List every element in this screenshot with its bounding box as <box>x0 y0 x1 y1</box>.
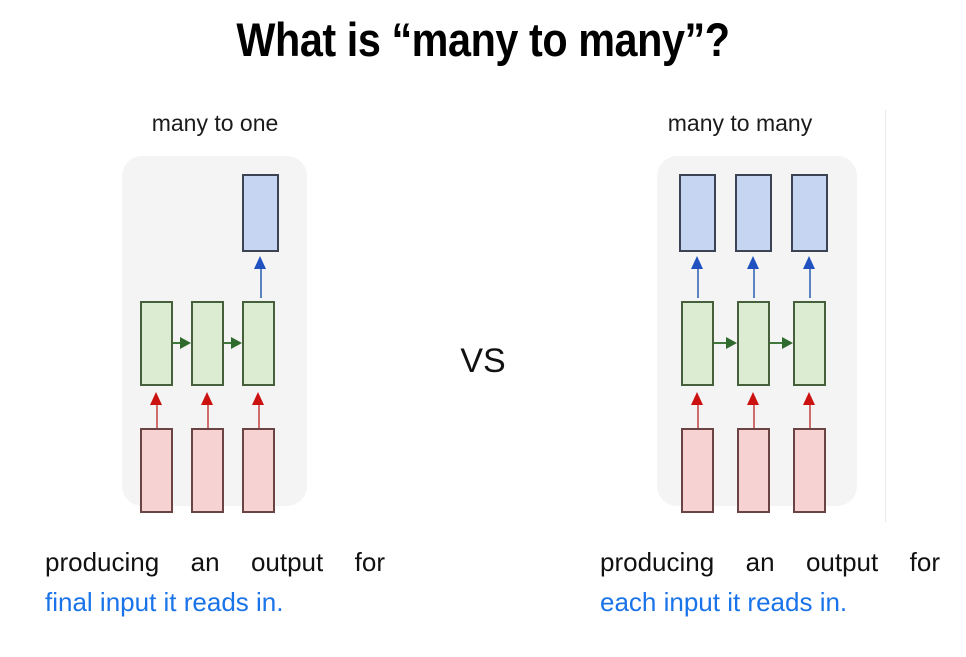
caption-many-to-one: producing an output for final input it r… <box>45 542 385 622</box>
red-arrow-up <box>747 392 760 428</box>
diagram-many-to-one: many to one <box>60 108 430 513</box>
input-box <box>681 428 714 513</box>
arrow-head <box>747 256 759 269</box>
caption-line-1: producing an output for <box>45 542 385 582</box>
arrow-head <box>691 256 703 269</box>
caption-word: producing <box>45 547 160 577</box>
output-box <box>791 174 828 252</box>
arrow-head <box>691 392 703 405</box>
input-box <box>793 428 826 513</box>
arrow-shaft <box>207 398 209 428</box>
arrow-shaft <box>224 342 235 344</box>
arrow-head <box>803 392 815 405</box>
caption-word: an <box>190 547 220 577</box>
hidden-box <box>242 301 275 386</box>
caption-word: for <box>909 547 940 577</box>
blue-arrow-up <box>691 256 704 298</box>
red-arrow-up <box>150 392 163 428</box>
arrow-shaft <box>809 262 811 298</box>
diagram-many-to-many: many to many <box>595 108 885 513</box>
hidden-box <box>140 301 173 386</box>
caption-word: producing <box>600 547 715 577</box>
arrow-head <box>803 256 815 269</box>
red-arrow-up <box>691 392 704 428</box>
arrow-head <box>150 392 162 405</box>
diagram-label-many-to-one: many to one <box>151 110 279 136</box>
arrow-head <box>201 392 213 405</box>
arrow-head <box>180 337 191 349</box>
caption-line-2: final input it reads in. <box>45 587 284 617</box>
red-arrow-up <box>252 392 265 428</box>
input-box <box>140 428 173 513</box>
arrow-head <box>747 392 759 405</box>
arrow-shaft <box>260 262 262 298</box>
output-box <box>679 174 716 252</box>
hidden-box <box>681 301 714 386</box>
output-box <box>242 174 279 252</box>
input-box <box>242 428 275 513</box>
caption-line-1: producing an output for <box>600 542 940 582</box>
arrow-shaft <box>753 398 755 428</box>
hidden-box <box>737 301 770 386</box>
blue-arrow-up <box>803 256 816 298</box>
vertical-divider <box>885 110 886 522</box>
red-arrow-up <box>201 392 214 428</box>
arrow-shaft <box>697 398 699 428</box>
arrow-head <box>254 256 266 269</box>
green-arrow-right <box>770 337 793 349</box>
blue-arrow-up <box>254 256 267 298</box>
arrow-head <box>726 337 737 349</box>
input-box <box>191 428 224 513</box>
blue-arrow-up <box>747 256 760 298</box>
caption-word: an <box>745 547 775 577</box>
red-arrow-up <box>803 392 816 428</box>
arrow-shaft <box>697 262 699 298</box>
arrow-shaft <box>753 262 755 298</box>
green-arrow-right <box>714 337 737 349</box>
diagram-label-many-to-many: many to many <box>667 110 813 136</box>
arrow-shaft <box>258 398 260 428</box>
caption-word: for <box>354 547 385 577</box>
arrow-shaft <box>714 342 730 344</box>
arrow-shaft <box>173 342 184 344</box>
input-box <box>737 428 770 513</box>
output-box <box>735 174 772 252</box>
arrow-shaft <box>809 398 811 428</box>
caption-many-to-many: producing an output for each input it re… <box>600 542 940 622</box>
caption-word: output <box>250 547 324 577</box>
comparison-label: VS <box>460 342 506 380</box>
diagram-panel-many-to-one <box>122 156 307 513</box>
arrow-shaft <box>770 342 786 344</box>
caption-line-2: each input it reads in. <box>600 587 848 617</box>
arrow-head <box>252 392 264 405</box>
hidden-box <box>191 301 224 386</box>
hidden-box <box>793 301 826 386</box>
arrow-shaft <box>156 398 158 428</box>
arrow-head <box>231 337 242 349</box>
caption-word: output <box>805 547 879 577</box>
diagram-panel-many-to-many <box>657 156 857 513</box>
arrow-head <box>782 337 793 349</box>
green-arrow-right <box>173 337 191 349</box>
page-title: What is “many to many”? <box>236 13 730 66</box>
green-arrow-right <box>224 337 242 349</box>
